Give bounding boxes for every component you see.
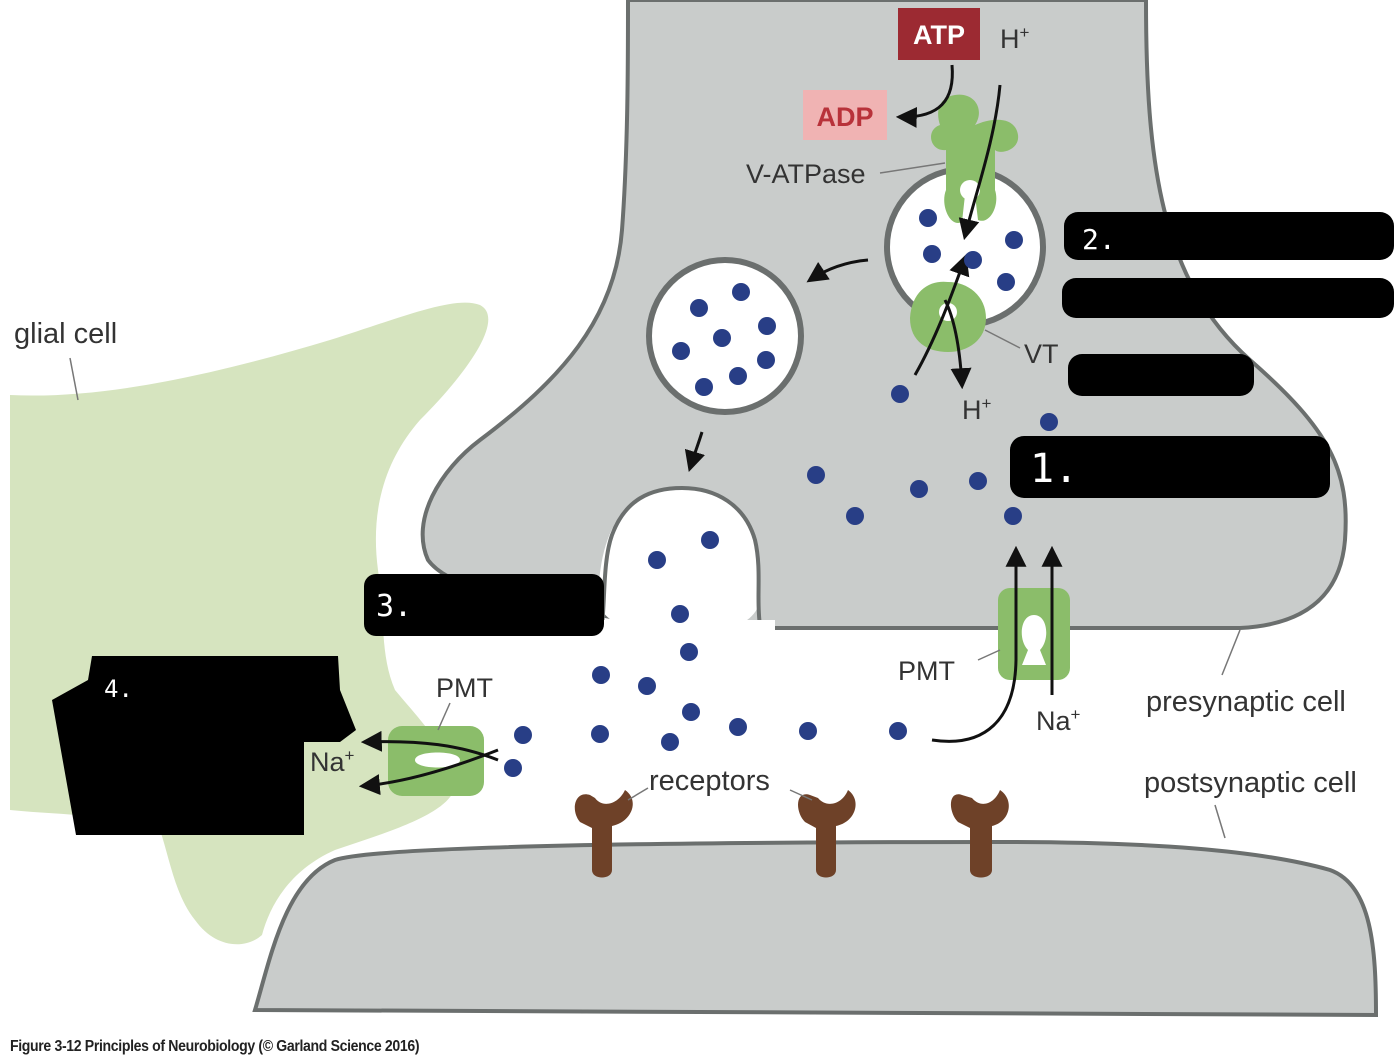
atp-box	[898, 8, 980, 60]
fusing-vesicle	[598, 488, 761, 630]
pmt-glial-label: PMT	[436, 673, 493, 703]
na-presynaptic-label: Na+	[1036, 705, 1081, 736]
process-arrows	[358, 64, 1063, 796]
presynaptic-cell-label: presynaptic cell	[1146, 686, 1346, 718]
receptor	[574, 790, 633, 878]
neurotransmitter-dots	[504, 209, 1058, 777]
redaction-block	[1068, 354, 1254, 396]
redaction-block-2: 2.	[1064, 212, 1394, 260]
pmt-presynaptic-label: PMT	[898, 656, 955, 686]
adp-box	[803, 90, 887, 140]
h-plus-top-label: H+	[1000, 23, 1030, 54]
receptors-label: receptors	[649, 765, 770, 797]
postsynaptic-cell-label: postsynaptic cell	[1144, 767, 1357, 799]
receptor	[798, 790, 856, 878]
postsynaptic-cell-body	[252, 839, 1379, 1018]
redaction-block-4: 4.	[52, 656, 356, 835]
vt-transporter	[910, 281, 986, 352]
v-atpase-label: V-ATPase	[746, 159, 866, 189]
svg-text:3.: 3.	[376, 589, 412, 624]
h-plus-vt-label: H+	[962, 394, 992, 425]
svg-text:4.: 4.	[104, 675, 133, 703]
redaction-block	[1062, 278, 1394, 318]
leader-lines	[437, 162, 1241, 839]
redaction-block-1: 1.	[1010, 436, 1330, 498]
figure-caption: Figure 3-12 Principles of Neurobiology (…	[10, 1038, 420, 1055]
vt-label: VT	[1024, 339, 1059, 369]
redaction-block-3: 3.	[364, 574, 604, 636]
na-glial-label: Na+	[310, 746, 355, 777]
fusing-vesicle-membrane	[600, 485, 762, 626]
svg-text:1.: 1.	[1030, 446, 1078, 492]
atp-label: ATP	[913, 20, 965, 50]
receptor	[950, 790, 1009, 878]
adp-label: ADP	[816, 102, 873, 132]
glial-cell-label: glial cell	[14, 318, 117, 350]
svg-text:2.: 2.	[1082, 223, 1116, 256]
pmt-presynaptic-transporter	[998, 588, 1070, 680]
cleft-opening	[585, 620, 775, 636]
glial-cell-leader-line	[69, 357, 79, 401]
